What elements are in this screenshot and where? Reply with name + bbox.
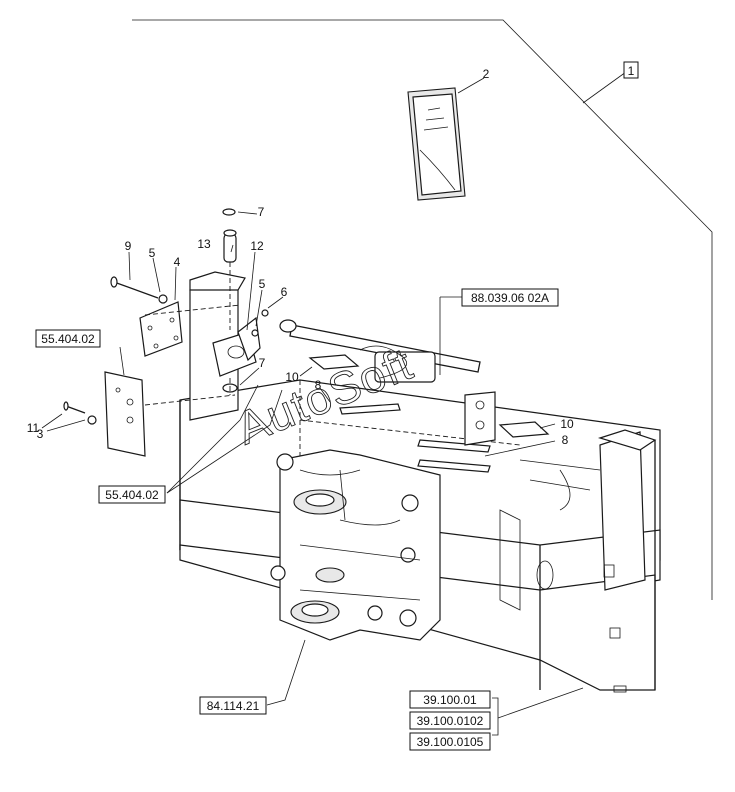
ref-55b-box: [98, 485, 166, 504]
ref-88: 88.039.06 02A: [471, 291, 549, 305]
center-bracket-assembly: [212, 208, 269, 395]
ref-55a: 55.404.02: [41, 332, 95, 346]
shims: [308, 354, 550, 438]
callout-9: 9: [125, 239, 132, 253]
ref-39b-box: [409, 711, 491, 730]
callout-7a: 7: [258, 205, 265, 219]
assembly-boundary: [132, 19, 713, 600]
ref-55b: 55.404.02: [105, 488, 159, 502]
callout-3: 3: [37, 427, 44, 441]
ref-39b: 39.100.0102: [417, 714, 484, 728]
callout-4: 4: [174, 255, 181, 269]
ref-39c: 39.100.0105: [417, 735, 484, 749]
ref-39c-box: [409, 732, 491, 751]
callout-13: 13: [197, 237, 211, 251]
reference-labels: 88.039.06 02A 55.404.02 55.404.02 84.114…: [35, 288, 559, 751]
callout-7b: 7: [259, 356, 266, 370]
ref-55a-box: [35, 329, 101, 348]
callout-11: 11: [27, 421, 40, 435]
callout-8a: 8: [315, 378, 322, 392]
callout-2: 2: [483, 67, 490, 81]
hitch-assembly: [270, 449, 441, 641]
ref-39a-box: [409, 690, 491, 709]
callout-10a: 10: [285, 370, 299, 384]
ref-39a: 39.100.01: [423, 693, 477, 707]
callout-1-box: [623, 61, 639, 79]
ref-84-box: [199, 696, 267, 715]
callout-10b: 10: [560, 417, 574, 431]
rails: [339, 403, 491, 473]
callout-1: 1: [628, 64, 635, 78]
callout-6: 6: [281, 285, 288, 299]
callout-8b: 8: [562, 433, 569, 447]
ref-88-box: [461, 288, 559, 307]
callout-5b: 5: [259, 277, 266, 291]
callout-12: 12: [250, 239, 264, 253]
callout-5a: 5: [149, 246, 156, 260]
cylinder-assembly: [279, 319, 496, 446]
ref-84: 84.114.21: [207, 699, 260, 713]
callout-labels: 1 2 13 7 12 9 5 4 5 6 7 10 8 10 8 11 3: [27, 61, 639, 447]
leader-lines: [41, 71, 627, 736]
manual-decal: [407, 87, 466, 201]
left-bracket-assembly: [63, 276, 241, 457]
